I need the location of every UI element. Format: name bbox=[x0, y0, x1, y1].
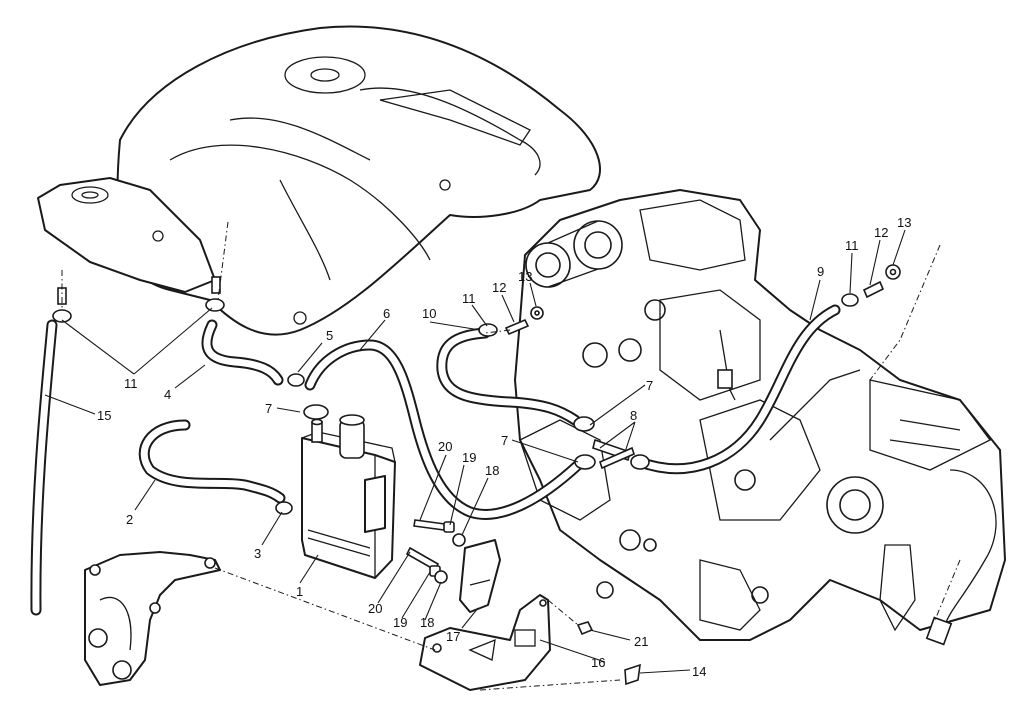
label-part-16: 16 bbox=[591, 655, 605, 670]
label-part-17: 17 bbox=[446, 629, 460, 644]
leader-lines bbox=[44, 229, 906, 674]
label-part-13b: 13 bbox=[897, 215, 911, 230]
hoses bbox=[30, 304, 841, 616]
label-part-7b: 7 bbox=[501, 433, 508, 448]
small-parts bbox=[52, 264, 901, 691]
label-part-4: 4 bbox=[164, 387, 171, 402]
label-part-21: 21 bbox=[634, 634, 648, 649]
label-part-7c: 7 bbox=[646, 378, 653, 393]
label-part-8: 8 bbox=[630, 408, 637, 423]
label-part-19b: 19 bbox=[393, 615, 407, 630]
label-part-13a: 13 bbox=[518, 269, 532, 284]
label-part-10: 10 bbox=[422, 306, 436, 321]
label-part-9: 9 bbox=[817, 264, 824, 279]
label-part-11c: 11 bbox=[845, 238, 859, 253]
label-part-19a: 19 bbox=[462, 450, 476, 465]
label-part-20a: 20 bbox=[438, 439, 452, 454]
label-part-15: 15 bbox=[97, 408, 111, 423]
label-part-11a: 11 bbox=[124, 376, 138, 391]
label-part-12a: 12 bbox=[492, 280, 506, 295]
label-part-14: 14 bbox=[692, 664, 706, 679]
label-part-3: 3 bbox=[254, 546, 261, 561]
assembly-lines bbox=[61, 221, 961, 691]
canister bbox=[301, 414, 396, 579]
part-labels: 1 2 3 4 5 6 7 7 7 8 9 10 11 11 11 12 12 … bbox=[97, 215, 911, 679]
label-part-7a: 7 bbox=[265, 401, 272, 416]
label-part-18a: 18 bbox=[485, 463, 499, 478]
label-part-5: 5 bbox=[326, 328, 333, 343]
label-part-2: 2 bbox=[126, 512, 133, 527]
label-part-11b: 11 bbox=[462, 291, 476, 306]
fuel-tank bbox=[37, 25, 601, 336]
label-part-18b: 18 bbox=[420, 615, 434, 630]
label-part-20b: 20 bbox=[368, 601, 382, 616]
label-part-1: 1 bbox=[296, 584, 303, 599]
label-part-6: 6 bbox=[383, 306, 390, 321]
label-part-12b: 12 bbox=[874, 225, 888, 240]
